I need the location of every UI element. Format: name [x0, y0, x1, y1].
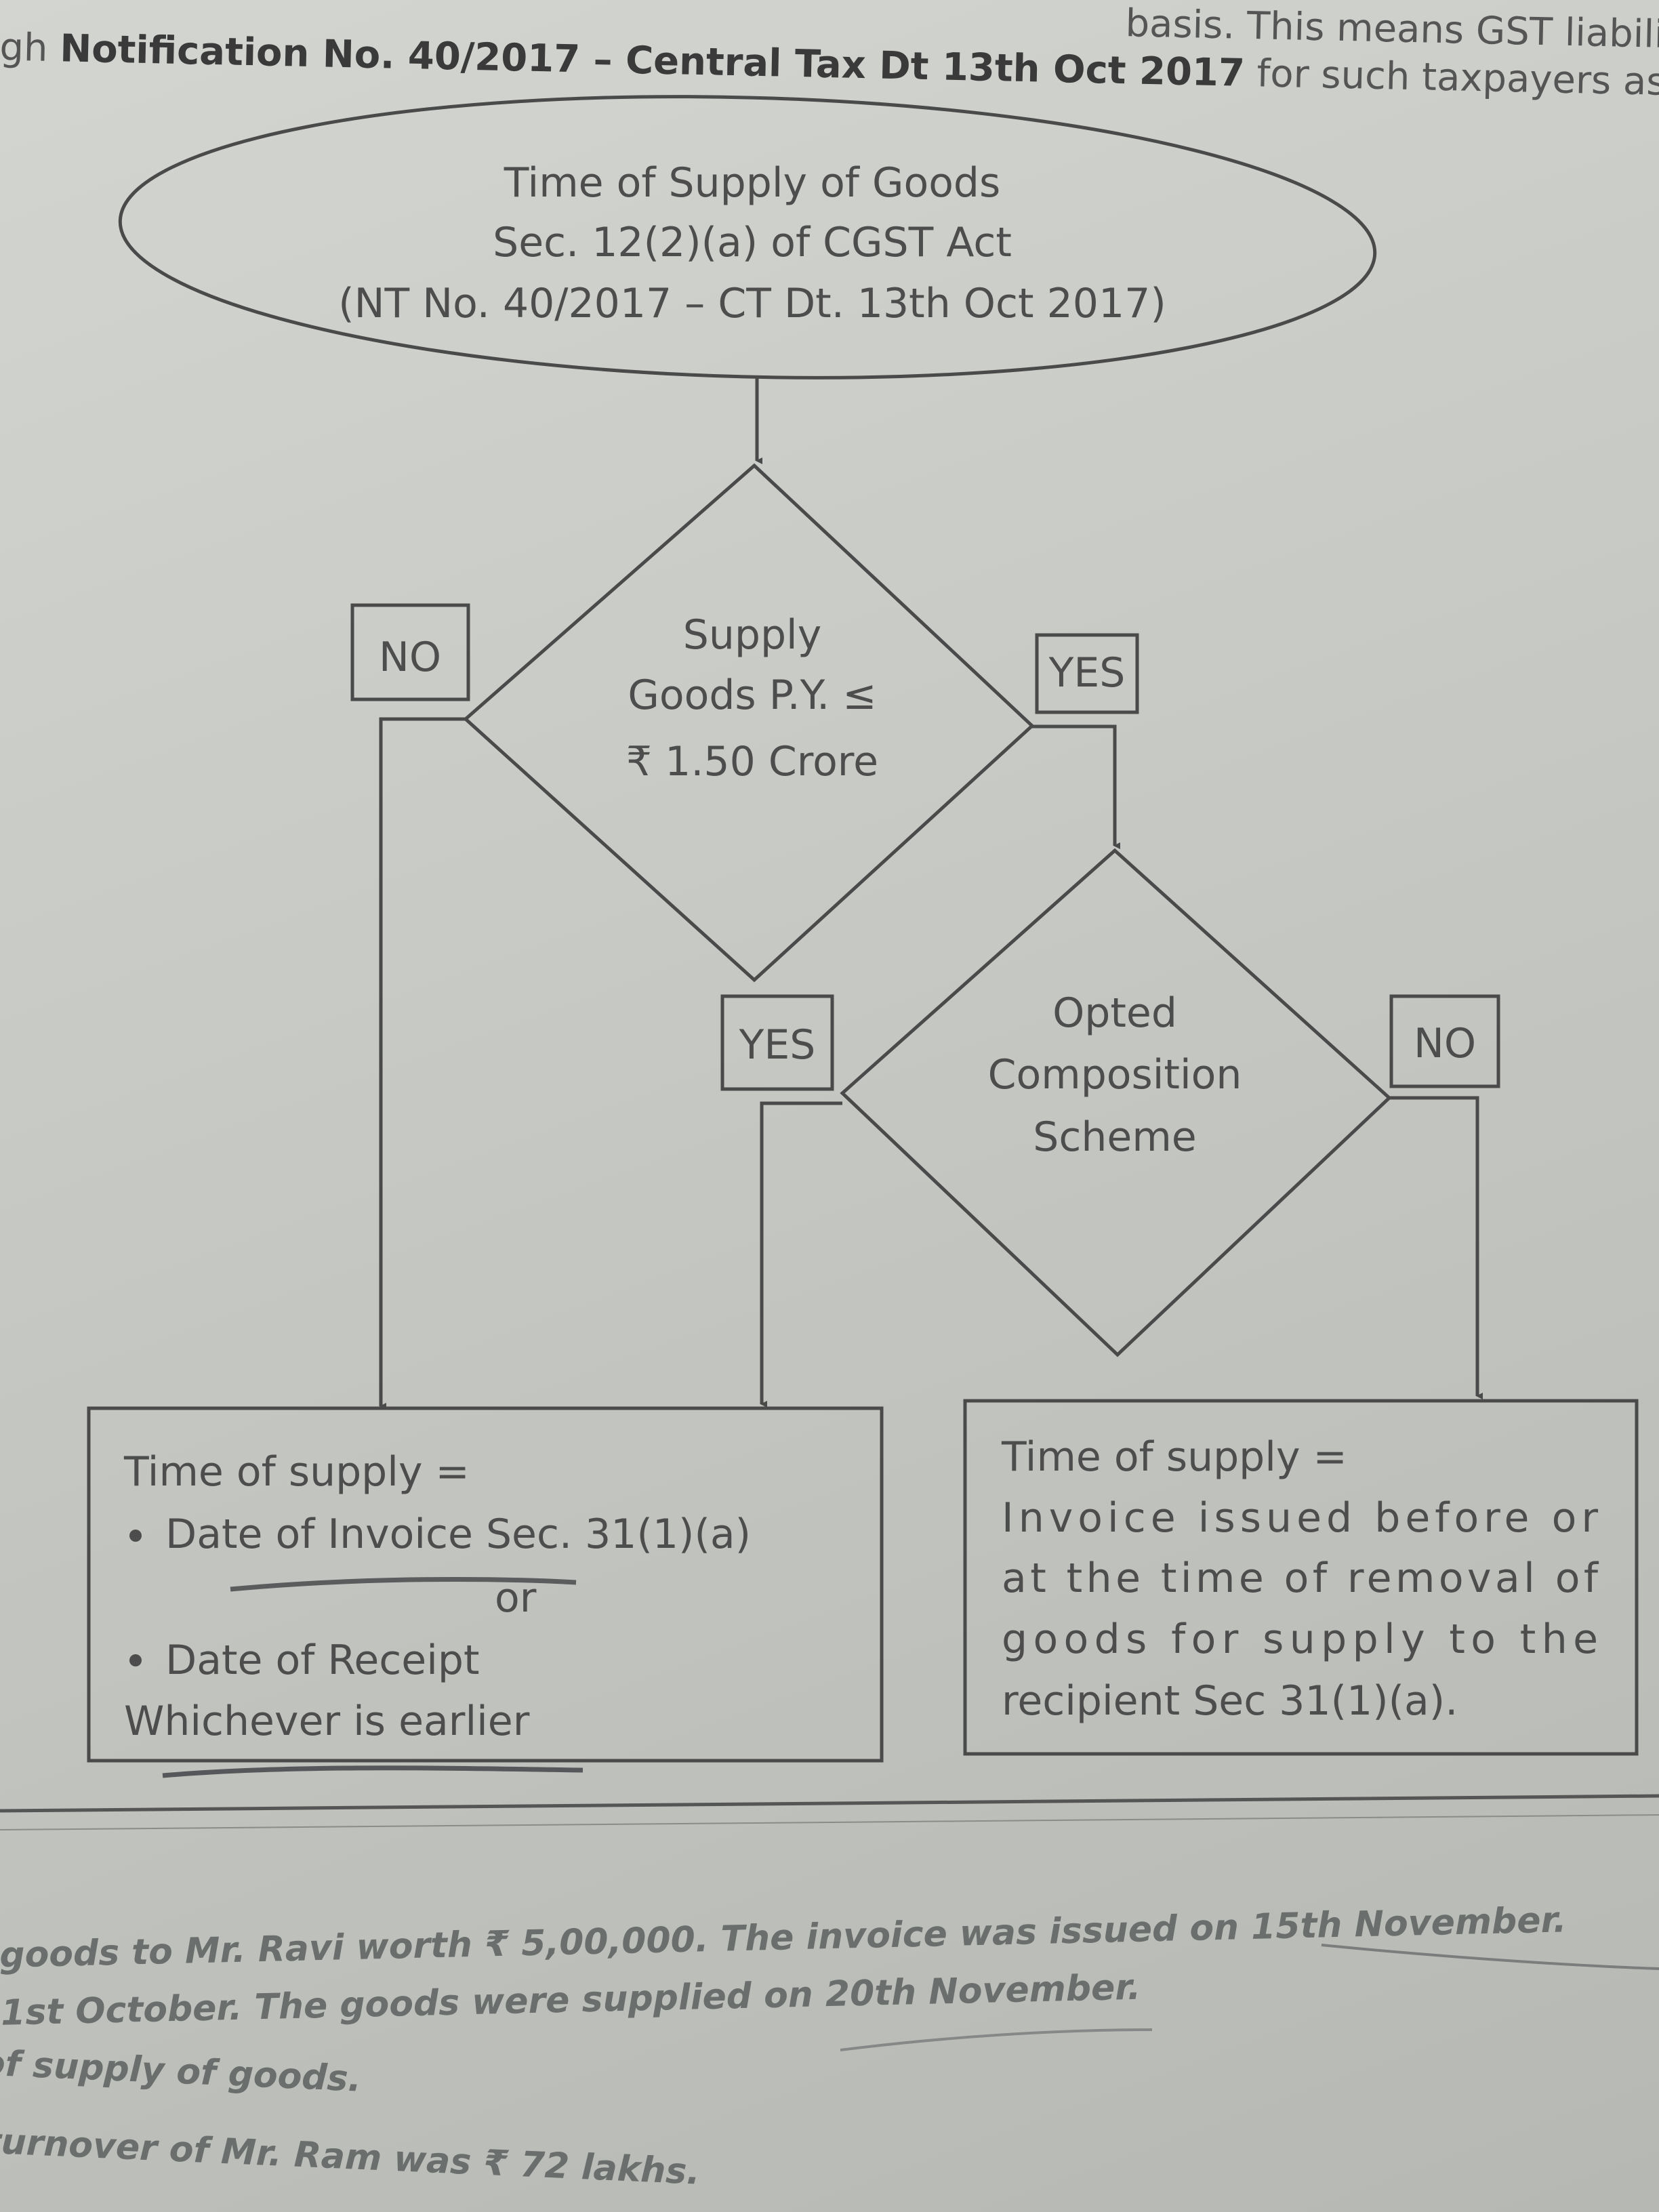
result-right-line2: Invoice issued before or	[1002, 1494, 1598, 1542]
result-right-line3: at the time of removal of	[1002, 1555, 1599, 1602]
result-left-box	[87, 1406, 884, 1763]
decision2-no-box	[1389, 994, 1500, 1088]
footer-line1: goods to Mr. Ravi worth ₹ 5,00,000. The …	[0, 1900, 1567, 1975]
header-notification: Notification No. 40/2017 – Central Tax D…	[60, 26, 1246, 96]
arrow-yes-to-left-result	[760, 1101, 842, 1408]
decision2-no-label: NO	[1414, 1020, 1476, 1067]
start-ellipse	[118, 95, 1377, 380]
result-left-bullet1: Date of Invoice Sec. 31(1)(a)	[165, 1511, 751, 1558]
result-right-line1: Time of supply =	[1001, 1433, 1347, 1481]
pen-underline	[230, 1577, 577, 1592]
result-left-last: Whichever is earlier	[124, 1698, 530, 1745]
start-line1: Time of Supply of Goods	[504, 159, 1001, 207]
header-prefix: gh	[0, 25, 60, 70]
decision1-diamond	[463, 463, 1035, 983]
decision2-diamond	[840, 848, 1392, 1357]
result-left-bullet2: Date of Receipt	[165, 1637, 479, 1684]
pen-underline	[162, 1765, 583, 1778]
decision1-yes-label: YES	[1048, 649, 1126, 697]
result-left-or: or	[495, 1574, 537, 1622]
decision1-no-box	[350, 603, 470, 701]
decision2-line2: Composition	[988, 1051, 1242, 1099]
section-divider	[0, 1814, 1659, 1830]
decision1-line1: Supply	[683, 611, 821, 659]
start-line3: (NT No. 40/2017 – CT Dt. 13th Oct 2017)	[338, 280, 1166, 327]
decision1-line3: ₹ 1.50 Crore	[626, 738, 878, 785]
footer-line3: of supply of goods.	[0, 2043, 363, 2100]
result-right-line5: recipient Sec 31(1)(a).	[1002, 1677, 1458, 1725]
arrow-no-to-left-result	[379, 717, 466, 1410]
arrow-yes-to-decision2	[1032, 724, 1120, 849]
footer-line2: 1st October. The goods were supplied on …	[1, 1967, 1141, 2034]
bullet-icon	[129, 1530, 142, 1542]
pen-mark	[840, 2028, 1153, 2051]
section-divider	[0, 1794, 1659, 1813]
decision2-yes-label: YES	[739, 1021, 816, 1069]
decision1-line2: Goods P.Y. ≤	[628, 672, 876, 719]
decision2-yes-box	[720, 994, 834, 1091]
pen-underline	[1321, 1944, 1659, 1970]
footer-line4: turnover of Mr. Ram was ₹ 72 lakhs.	[0, 2121, 701, 2193]
result-right-box	[963, 1399, 1639, 1756]
decision1-no-label: NO	[379, 634, 441, 681]
result-left-line1: Time of supply =	[123, 1448, 470, 1496]
decision1-yes-box	[1035, 633, 1139, 714]
result-right-line4: goods for supply to the	[1002, 1616, 1598, 1663]
decision2-line3: Scheme	[1033, 1113, 1196, 1161]
arrow-no-to-right-result	[1389, 1096, 1483, 1399]
header-suffix: for such taxpayers as r	[1244, 52, 1659, 105]
decision2-line1: Opted	[1052, 989, 1177, 1037]
bullet-icon	[129, 1654, 142, 1666]
start-line2: Sec. 12(2)(a) of CGST Act	[493, 219, 1012, 266]
